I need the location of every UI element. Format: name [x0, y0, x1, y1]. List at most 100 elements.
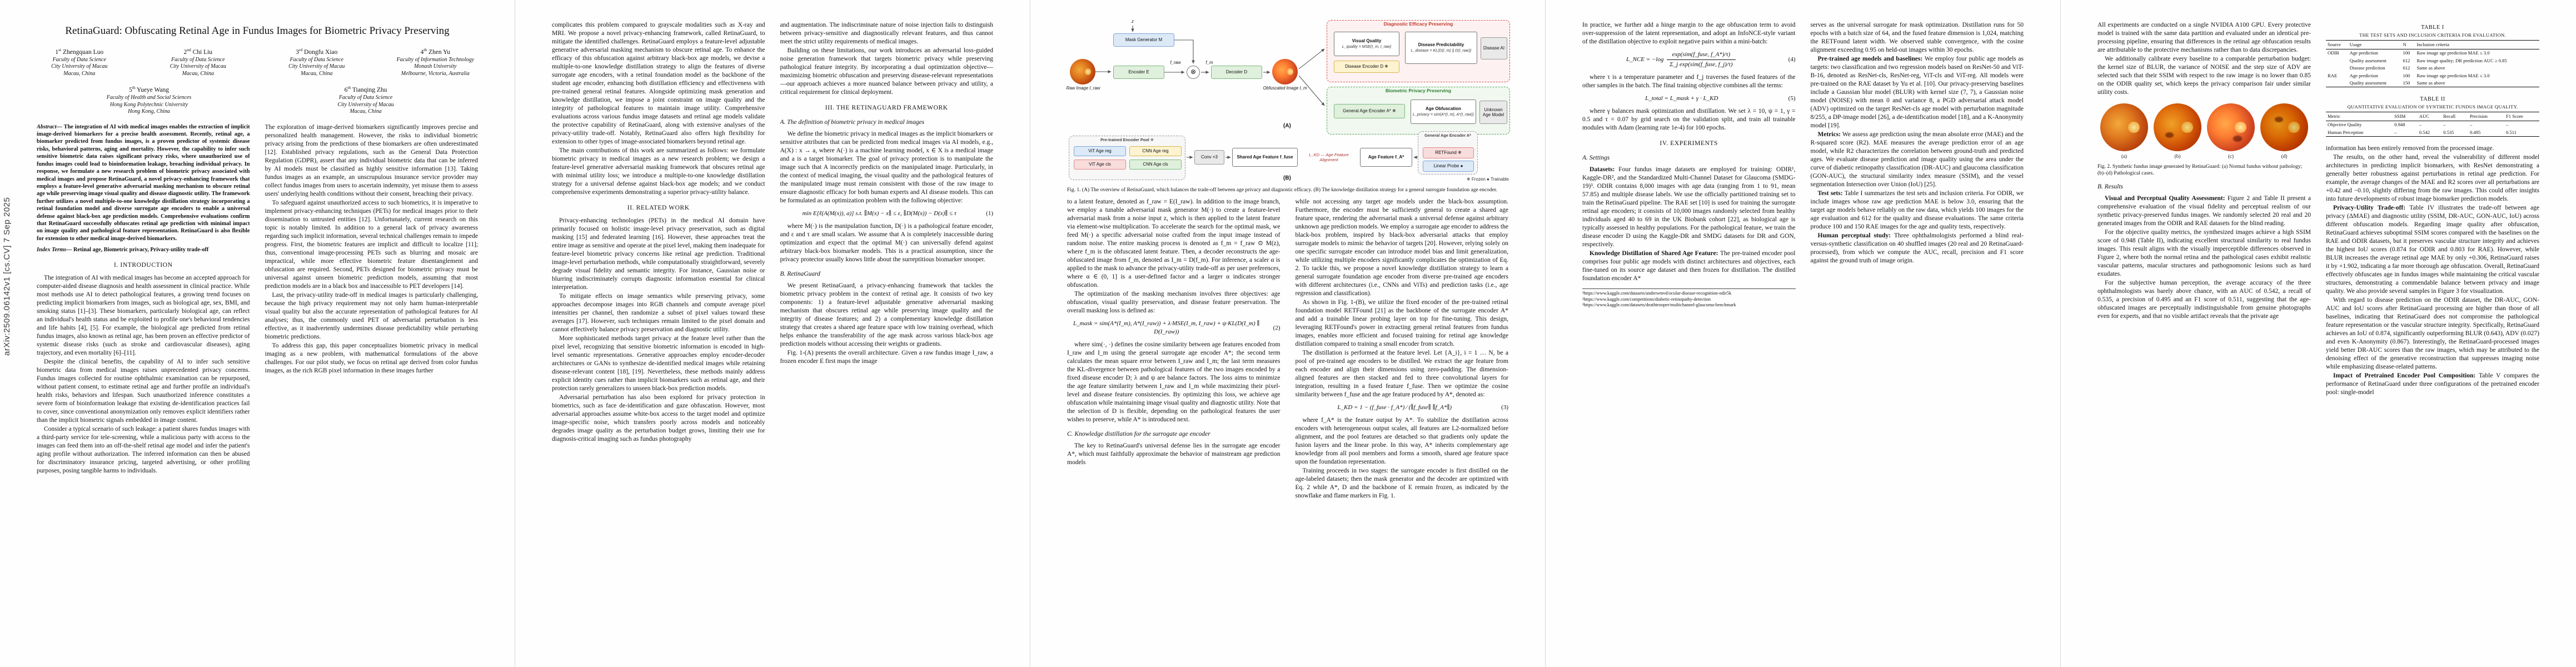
- page-4-columns: In practice, we further add a hinge marg…: [1546, 0, 2060, 645]
- table-cell: RAE: [2328, 72, 2338, 78]
- paragraph-label: Human perceptual study:: [1817, 232, 1894, 239]
- table-header-cell: Source: [2326, 40, 2348, 49]
- visual-quality-box: Visual Quality L_quality = MSE(I_m, I_ra…: [1334, 32, 1399, 56]
- author-name: 4th Zhen Yu: [420, 47, 450, 56]
- age-feature-label: Age Feature f_A*: [1368, 155, 1404, 160]
- footnote: ²https://www.kaggle.com/competitions/dia…: [1582, 296, 1711, 302]
- table-cell: –: [2506, 122, 2509, 127]
- fundus-item-d: (d): [2260, 103, 2309, 161]
- equation-number: (2): [1273, 324, 1280, 331]
- column-left: to a latent feature, denoted as f_raw = …: [1067, 198, 1280, 636]
- paragraph: The distillation is performed at the fea…: [1295, 350, 1509, 398]
- table-cell: –: [2393, 128, 2418, 137]
- column-left: Abstract— The integration of AI with med…: [37, 123, 250, 630]
- linear-probe-box: Linear Probe ●: [1423, 161, 1474, 172]
- table-cell: Objective Quality: [2328, 122, 2362, 127]
- numerator: exp(sim(f_fuse, f_A*)/τ): [1667, 51, 1736, 60]
- author-affiliation: Faculty of Data Science: [290, 56, 343, 63]
- paragraph: To address this gap, this paper conceptu…: [265, 342, 479, 374]
- decoder-box: Decoder D: [1211, 66, 1262, 79]
- table-cell: –: [2419, 122, 2422, 127]
- age-obfuscation-title: Age Obfuscation: [1425, 106, 1461, 111]
- page-3-columns: to a latent feature, denoted as f_raw = …: [1030, 198, 1545, 636]
- shared-age-feature-label: Shared Age Feature f_fuse: [1237, 155, 1293, 160]
- noise-label: z: [1132, 19, 1134, 24]
- table-cell: [2326, 64, 2348, 72]
- paragraph: information has been entirely removed fr…: [2326, 145, 2494, 152]
- abstract: Abstract— The integration of AI with med…: [37, 123, 250, 242]
- figure-2-caption: Fig. 2. Synthetic fundus image generated…: [2097, 164, 2303, 176]
- paragraph: We additionally calibrate every baseline…: [2097, 56, 2311, 96]
- subsection-heading: B. RetinaGuard: [780, 271, 820, 277]
- author-affiliation: Macau, China: [63, 70, 96, 77]
- age-obfuscation-box: Age Obfuscation L_privacy = sim(A*(I_m),…: [1411, 99, 1476, 124]
- table-cell: 0.948: [2394, 122, 2405, 127]
- author-affiliation: City University of Macau: [337, 101, 394, 108]
- equation: L_total = L_mask + γ · L_KD(5): [1582, 94, 1795, 103]
- table-cell: Quality assessment: [2349, 57, 2386, 63]
- raw-image-label: Raw Image I_raw: [1066, 86, 1100, 91]
- table-cell: Raw image quality; DR prediction AUC ≥ 0…: [2416, 57, 2507, 63]
- column-left-top-text: All experiments are conducted on a singl…: [2097, 21, 2311, 97]
- paragraph: The integration of AI with medical image…: [37, 274, 250, 356]
- paragraph-label: Visual and Perceptual Quality Assessment…: [2105, 195, 2228, 202]
- author-affiliation: City University of Macau: [170, 63, 226, 70]
- disease-predictability-loss: L_disease = KL(D(I_m) ∥ D(I_raw)): [1411, 48, 1472, 53]
- biometric-privacy-region: Biometric Privacy Preserving General Age…: [1327, 87, 1510, 135]
- paragraph: Visual and Perceptual Quality Assessment…: [2097, 195, 2311, 227]
- panel-a-label: (A): [1283, 123, 1291, 129]
- author-affiliation: Macau, China: [182, 70, 214, 77]
- paragraph: Building on these limitations, our work …: [780, 47, 994, 96]
- column-left: complicates this problem compared to gra…: [552, 21, 765, 645]
- figure-1-caption: Fig. 1. (A) The overview of RetinaGuard,…: [1067, 187, 1497, 193]
- equation-body: min E[ℓ(A(M(x)), a)] s.t. ∥M(x) − x∥ ≤ ε…: [802, 210, 956, 217]
- paragraph: Adversarial perturbation has also been e…: [552, 394, 765, 442]
- pool-title: Pre-trained Encoder Pool ❄: [1100, 137, 1154, 142]
- paragraph: Despite the clinical benefits, the capab…: [37, 358, 250, 424]
- paragraph: Fig. 1-(A) presents the overall architec…: [780, 350, 994, 365]
- fundus-label-b: (b): [2174, 153, 2181, 159]
- disease-predictability-box: Disease Predictability L_disease = KL(D(…: [1405, 32, 1477, 64]
- author-name: 1st Zhengquan Luo: [55, 47, 104, 56]
- surrogate-encoder-group: General Age Encoder A* RETFound ❄ Linear…: [1418, 131, 1478, 175]
- column-left: In practice, we further add a hinge marg…: [1582, 21, 1796, 645]
- author-name: 5th Yueye Wang: [129, 85, 169, 94]
- author-affiliation: Faculty of Health and Social Sciences: [106, 94, 192, 101]
- author-name: 3rd Dongfu Xiao: [296, 47, 338, 56]
- paragraph: More sophisticated methods target privac…: [552, 335, 765, 392]
- author-affiliation: Monash University: [414, 63, 457, 70]
- diagnostic-region-title: Diagnostic Efficacy Preserving: [1383, 21, 1453, 27]
- diagnostic-efficacy-region: Diagnostic Efficacy Preserving Visual Qu…: [1327, 20, 1510, 82]
- privacy-region-title: Biometric Privacy Preserving: [1385, 88, 1452, 93]
- fundus-label-a: (a): [2121, 153, 2127, 159]
- footnote: ³https://www.kaggle.com/datasets/deathtr…: [1582, 302, 1736, 307]
- table-2: TABLE II QUANTITATIVE EVALUATION OF SYNT…: [2326, 95, 2539, 137]
- table-cell: Same as above: [2415, 79, 2539, 87]
- author-affiliation: Hong Kong, China: [128, 108, 170, 115]
- surrogate-encoder-title: General Age Encoder A*: [1424, 133, 1471, 138]
- author-affiliation: Faculty of Data Science: [52, 56, 106, 63]
- fundus-item-b: (b): [2153, 103, 2202, 161]
- arxiv-watermark: arXiv:2509.06142v1 [cs.CV] 7 Sep 2025: [2, 197, 12, 356]
- fundus-item-a: (a): [2100, 103, 2149, 161]
- table-cell: 100: [2403, 72, 2410, 78]
- paragraph: For the objective quality metrics, the s…: [2097, 229, 2311, 277]
- author: 6th Tianqing Zhu Faculty of Data Science…: [305, 85, 427, 115]
- paragraph: Metrics: We assess age prediction using …: [1810, 131, 2024, 188]
- equation-body: L_total = L_mask + γ · L_KD: [1645, 95, 1718, 102]
- paragraph: serves as the universal surrogate for ma…: [1810, 22, 2024, 53]
- page-5: All experiments are conducted on a singl…: [2061, 0, 2576, 667]
- shared-age-feature-box: Shared Age Feature f_fuse: [1232, 148, 1298, 167]
- paragraph-label: Test sets:: [1817, 190, 1845, 197]
- pool-encoder-cnn-cls: CNN Age cls: [1129, 160, 1182, 170]
- paragraph: The optimization of the masking mechanis…: [1067, 291, 1280, 314]
- table-cell: Age prediction: [2349, 50, 2378, 56]
- paragraph: We define the biometric privacy in medic…: [780, 131, 994, 204]
- pretrained-encoder-pool: Pre-trained Encoder Pool ❄ ViT Age reg C…: [1069, 136, 1185, 180]
- paragraph: and augmentation. The indiscriminate nat…: [780, 22, 994, 45]
- paragraph: In practice, we further add a hinge marg…: [1582, 22, 1796, 45]
- column-right: The exploration of image-derived biomark…: [265, 123, 479, 630]
- author: 3rd Dongfu Xiao Faculty of Data Science …: [257, 47, 376, 77]
